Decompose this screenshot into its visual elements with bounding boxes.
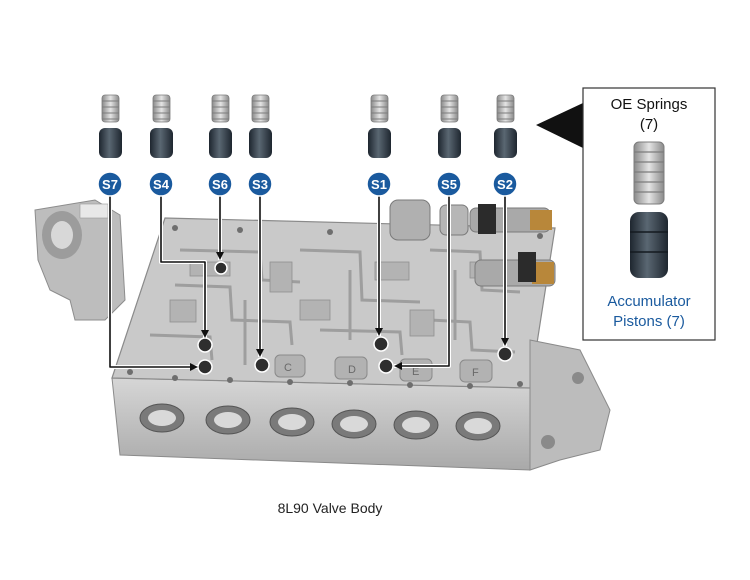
legend-pistons-title: Accumulator	[607, 293, 690, 310]
badge-s4	[148, 171, 174, 197]
spring-s5	[440, 94, 459, 123]
piston-s3	[249, 128, 272, 158]
piston-s2	[494, 128, 517, 158]
badge-s2	[492, 171, 518, 197]
badge-s3	[247, 171, 273, 197]
badge-s2-label: S2	[497, 177, 513, 192]
spring-s4	[152, 94, 171, 123]
badge-s1-label: S1	[371, 177, 387, 192]
spring-s6	[211, 94, 230, 123]
port-letter-f: F	[472, 367, 479, 379]
piston-s5	[438, 128, 461, 158]
legend-callout: OE Springs (7) Accumulator Pistons (7)	[536, 87, 716, 341]
spring-s3	[251, 94, 270, 123]
solenoid-badges: S7 S4 S6 S3 S1 S5 S2	[97, 171, 518, 197]
spring-s7	[101, 94, 120, 123]
port-letter-e: E	[412, 366, 419, 378]
figure-caption: 8L90 Valve Body	[277, 500, 383, 516]
piston-s6	[209, 128, 232, 158]
legend-piston-icon	[630, 212, 668, 278]
spring-s2	[496, 94, 515, 123]
spring-s1	[370, 94, 389, 123]
piston-s1	[368, 128, 391, 158]
badge-s7	[97, 171, 123, 197]
legend-spring-icon	[633, 141, 665, 205]
badge-s6-label: S6	[212, 177, 228, 192]
parts-row	[99, 94, 517, 158]
legend-pistons-count: Pistons (7)	[613, 313, 685, 330]
port-letter-c: C	[284, 362, 292, 374]
valve-body-illustration: C D E F	[34, 199, 611, 471]
badge-s6	[207, 171, 233, 197]
leader-lines	[108, 196, 509, 371]
legend-springs-count: (7)	[640, 116, 658, 133]
badge-s4-label: S4	[153, 177, 170, 192]
piston-s4	[150, 128, 173, 158]
legend-pointer	[536, 103, 583, 148]
badge-s7-label: S7	[102, 177, 118, 192]
badge-s1	[366, 171, 392, 197]
port-letter-d: D	[348, 364, 356, 376]
badge-s3-label: S3	[252, 177, 268, 192]
badge-s5-label: S5	[441, 177, 457, 192]
badge-s5	[436, 171, 462, 197]
legend-springs-title: OE Springs	[611, 96, 688, 113]
piston-s7	[99, 128, 122, 158]
